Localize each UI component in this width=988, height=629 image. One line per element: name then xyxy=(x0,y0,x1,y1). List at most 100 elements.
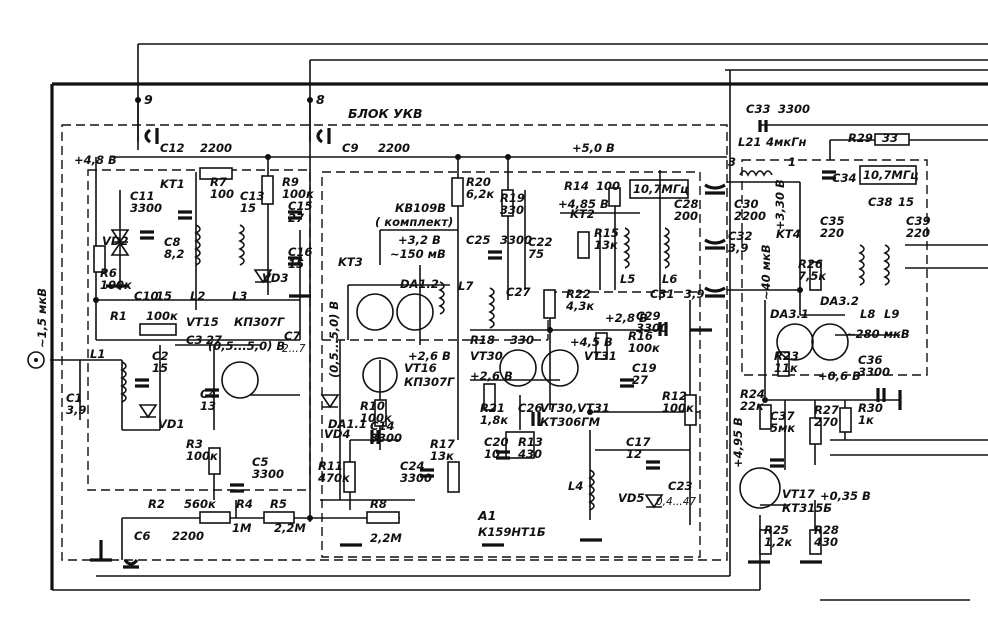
component-value-r23: 11к xyxy=(774,361,799,375)
input-connector xyxy=(27,351,45,369)
component-ref-l1: L1 xyxy=(90,347,105,361)
component-value-r11: 470к xyxy=(317,471,351,485)
ic-type-label: К159НТ1Б xyxy=(478,525,546,539)
component-ref-c14: C14 xyxy=(370,419,394,433)
component-ref-c30: C30 xyxy=(734,197,758,211)
c7-range-label: 2...7 xyxy=(282,343,306,355)
component-ref-c38: C38 xyxy=(868,195,892,209)
component-value-c35: 220 xyxy=(820,226,844,240)
component-ref-c10: C10 xyxy=(134,289,158,303)
component-value-r27: 270 xyxy=(814,415,838,429)
component-value-c9: 2200 xyxy=(378,141,410,155)
component-value-c13: 15 xyxy=(240,201,256,215)
component-ref-c3: C3 xyxy=(186,333,202,347)
component-ref-c2: C2 xyxy=(152,349,168,363)
component-ref-r4: R4 xyxy=(236,497,253,511)
component-value-c29: 3300 xyxy=(636,321,668,335)
component-value-r24: 22к xyxy=(740,399,765,413)
component-ref-c27: C27 xyxy=(506,285,530,299)
freq-box-1 xyxy=(629,179,689,199)
component-value-c32: 3,9 xyxy=(728,241,748,255)
component-ref-r6: R6 xyxy=(100,266,117,280)
component-ref-l5: L5 xyxy=(620,272,635,286)
component-ref-r23: R23 xyxy=(774,349,799,363)
component-ref-r10: R10 xyxy=(360,399,385,413)
component-value-r6: 100к xyxy=(100,278,133,292)
component-ref-kt4: KT4 xyxy=(776,227,801,241)
component-value-c5: 3300 xyxy=(252,467,284,481)
component-ref-c1: C1 xyxy=(66,391,82,405)
wiring xyxy=(50,100,988,560)
component-ref-l2: L2 xyxy=(190,289,205,303)
block-boundaries xyxy=(61,124,928,561)
component-value-c24: 3300 xyxy=(400,471,432,485)
component-ref-r1: R1 xyxy=(110,309,127,323)
component-ref-vt16: VT16 xyxy=(404,361,437,375)
component-ref-r5: R5 xyxy=(270,497,287,511)
component-ref-vd3: VD3 xyxy=(262,271,288,285)
terminal-9: 9 xyxy=(144,92,153,107)
component-value-c39: 220 xyxy=(906,226,930,240)
freq-box-2-label: 10,7МГц xyxy=(863,168,919,182)
component-ref-r15: R15 xyxy=(594,226,619,240)
component-ref-c33: C33 xyxy=(746,102,770,116)
component-value-r9: 100к xyxy=(282,187,315,201)
component-value-c19: 27 xyxy=(632,373,648,387)
component-ref-c37: C37 xyxy=(770,409,794,423)
voltage-4-8: +4,8 В xyxy=(74,153,117,167)
component-value-r18: 330 xyxy=(510,333,534,347)
component-ref-c32: C32 xyxy=(728,229,752,243)
component-value-c6: 2200 xyxy=(172,529,204,543)
component-ref-l6: L6 xyxy=(662,272,677,286)
component-value-c28: 200 xyxy=(674,209,698,223)
component-value-r10: 100к xyxy=(360,411,393,425)
component-ref-vd4: VD4 xyxy=(324,427,350,441)
component-ref-da3-1: DA3.1 xyxy=(770,307,809,321)
component-ref-r19: R19 xyxy=(500,191,525,205)
component-ref-c36: C36 xyxy=(858,353,882,367)
component-ref-da1-2: DA1.2 xyxy=(400,277,439,291)
component-ref-vd2: VD2 xyxy=(102,234,128,248)
component-ref-vt30-vt31: VT30,VT31 xyxy=(540,401,610,415)
component-ref-r12: R12 xyxy=(662,389,687,403)
component-ref-c17: C17 xyxy=(626,435,650,449)
component-value-vt16: КП307Г xyxy=(404,375,455,389)
component-value-c31: 3,9 xyxy=(684,287,704,301)
level-150mv: ~150 мВ xyxy=(390,247,446,261)
component-value-l21: 4мкГн xyxy=(765,135,807,149)
voltage-2-6-a: +2,6 В xyxy=(408,349,451,363)
terminal-8: 8 xyxy=(316,92,325,107)
component-value-c14: 3300 xyxy=(370,431,402,445)
level-40mkv: ~40 мкВ xyxy=(759,244,773,300)
component-value-c8: 8,2 xyxy=(164,247,184,261)
component-ref-r14: R14 xyxy=(564,179,589,193)
component-value-r30: 1к xyxy=(858,413,875,427)
component-ref-r26: R26 xyxy=(798,257,823,271)
component-value-r20: 6,2к xyxy=(466,187,495,201)
tuner-label: КВ109В xyxy=(395,201,446,215)
vd4-range-label: (0,5...5,0) В xyxy=(327,301,341,378)
component-ref-r16: R16 xyxy=(628,329,653,343)
component-ref-c26: C26 xyxy=(518,401,542,415)
component-ref-c24: C24 xyxy=(400,459,424,473)
component-ref-c25: C25 xyxy=(466,233,490,247)
component-value-r4: 1М xyxy=(232,521,252,535)
freq-box-2 xyxy=(859,165,917,185)
capacitors xyxy=(123,120,886,569)
component-ref-c23: C23 xyxy=(668,479,692,493)
component-value-c15: 27 xyxy=(288,211,304,225)
component-ref-c8: C8 xyxy=(164,235,180,249)
component-ref-r18: R18 xyxy=(470,333,495,347)
component-value-c36: 3300 xyxy=(858,365,890,379)
outer-frame xyxy=(50,43,988,601)
component-value-vt17: КТ315Б xyxy=(782,501,832,515)
component-value-c22: 75 xyxy=(528,247,544,261)
component-value-c33: 3300 xyxy=(778,102,810,116)
component-ref-r30: R30 xyxy=(858,401,883,415)
ground-symbols xyxy=(90,284,902,564)
component-value-r16: 100к xyxy=(628,341,661,355)
component-ref-c4: C4 xyxy=(200,387,216,401)
voltage-2-6-b: +2,6 В xyxy=(470,369,513,383)
component-ref-c12: C12 xyxy=(160,141,184,155)
